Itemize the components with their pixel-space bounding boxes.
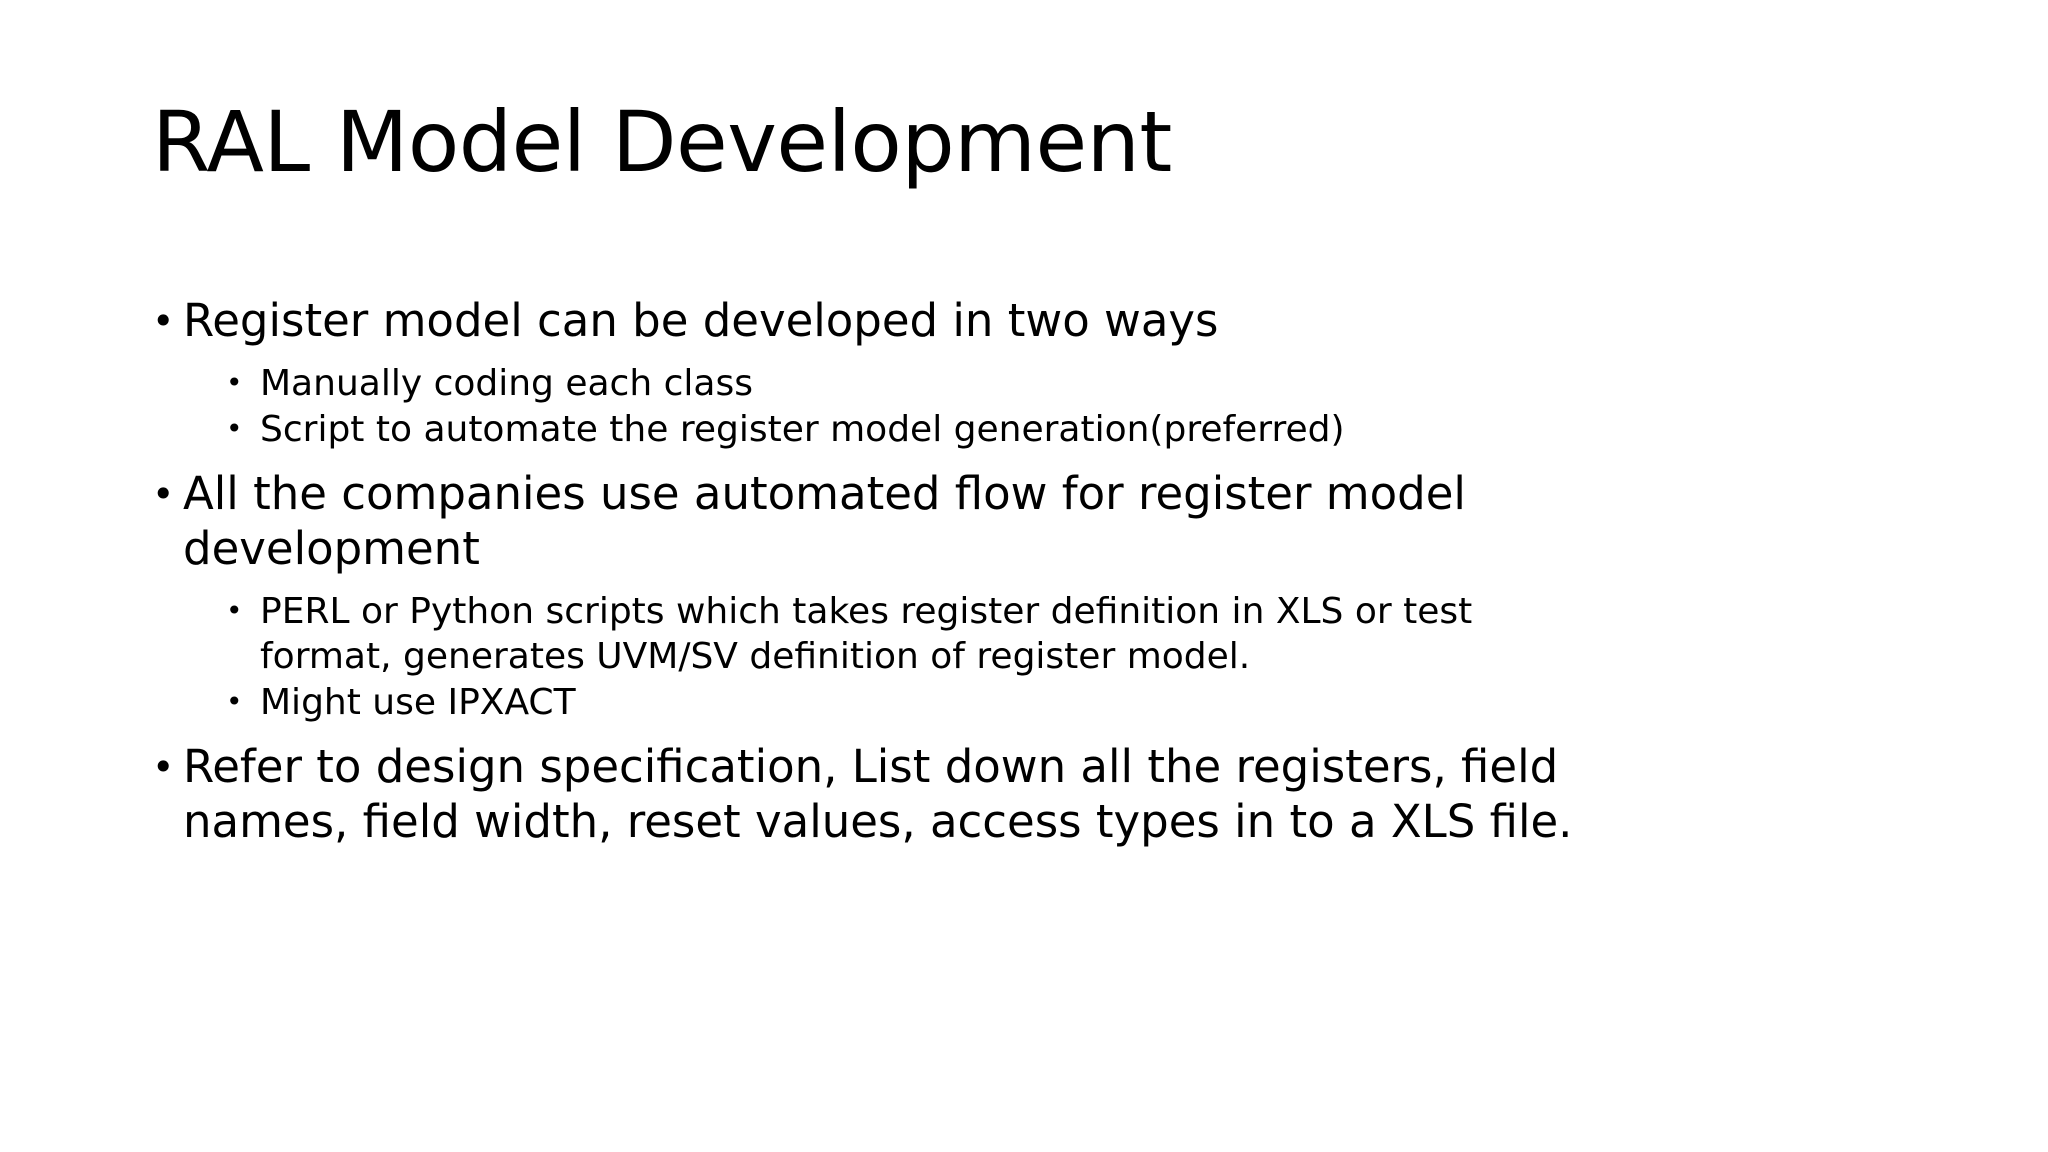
- bullet-text: Might use IPXACT: [260, 681, 576, 723]
- bullet-dot-icon: •: [152, 744, 175, 789]
- spacer: [152, 351, 1952, 361]
- slide-title: RAL Model Development: [152, 93, 1172, 191]
- bullet-level2: • Manually coding each class: [226, 361, 1952, 406]
- bullet-dot-icon: •: [152, 471, 175, 516]
- bullet-text: Manually coding each class: [260, 362, 753, 404]
- bullet-level1: • All the companies use automated flow f…: [152, 467, 1952, 577]
- spacer: [152, 726, 1952, 740]
- bullet-text: PERL or Python scripts which takes regis…: [260, 590, 1473, 677]
- bullet-text: All the companies use automated flow for…: [183, 466, 1466, 575]
- bullet-text: Refer to design specification, List down…: [183, 739, 1573, 848]
- bullet-dot-icon: •: [152, 299, 175, 343]
- slide-body: • Register model can be developed in two…: [152, 294, 1952, 851]
- bullet-text: Register model can be developed in two w…: [183, 294, 1219, 347]
- bullet-level2: • Script to automate the register model …: [226, 407, 1952, 452]
- bullet-dot-icon: •: [226, 411, 243, 445]
- bullet-level1: • Register model can be developed in two…: [152, 294, 1952, 349]
- bullet-level2: • PERL or Python scripts which takes reg…: [226, 589, 1952, 679]
- spacer: [152, 579, 1952, 589]
- bullet-dot-icon: •: [226, 684, 243, 718]
- bullet-level2: • Might use IPXACT: [226, 680, 1952, 725]
- bullet-text: Script to automate the register model ge…: [260, 408, 1345, 450]
- bullet-dot-icon: •: [226, 593, 243, 627]
- bullet-dot-icon: •: [226, 365, 243, 399]
- spacer: [152, 453, 1952, 467]
- bullet-level1: • Refer to design specification, List do…: [152, 740, 1952, 850]
